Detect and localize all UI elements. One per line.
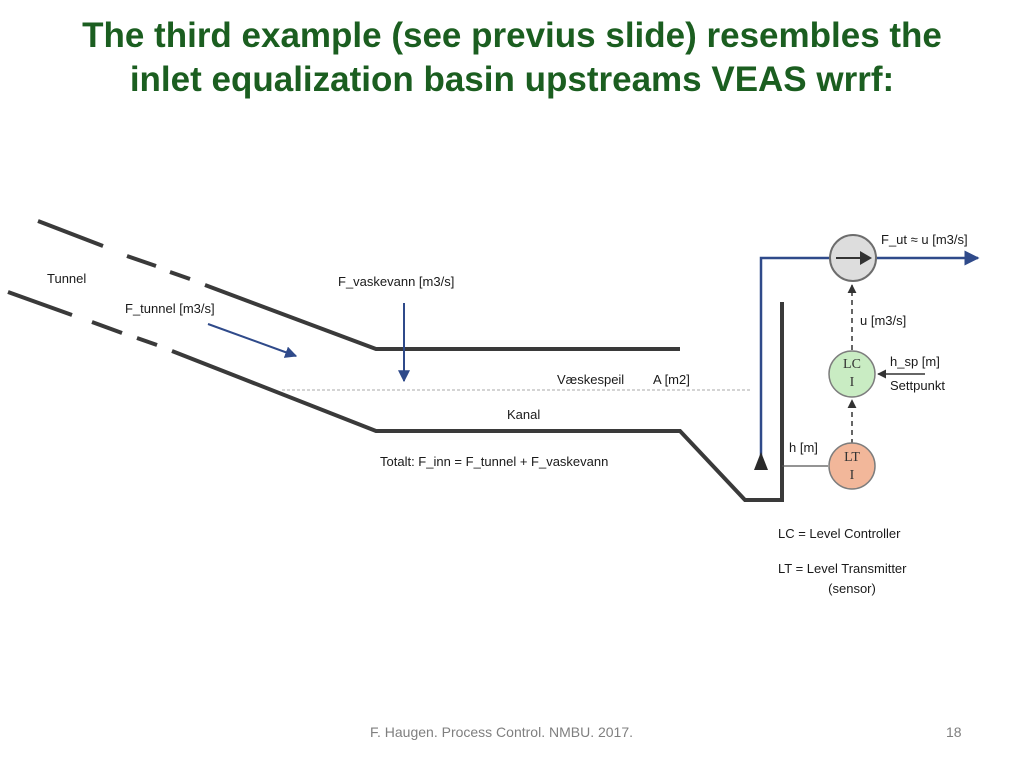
outlet-intake-triangle	[754, 452, 768, 470]
vaeskespeil-label: Væskespeil	[557, 372, 624, 387]
level-controller: LC I	[828, 350, 876, 398]
tunnel-upper-wall	[37, 219, 680, 351]
f-vaskevann-label: F_vaskevann [m3/s]	[338, 274, 454, 289]
settpunkt-label: Settpunkt	[890, 378, 945, 393]
pump-icon	[829, 234, 877, 282]
tunnel-flow-arrow	[207, 323, 298, 358]
title-line-2: inlet equalization basin upstreams VEAS …	[129, 60, 895, 99]
u-label: u [m3/s]	[860, 313, 906, 328]
tunnel-lower-wall	[7, 290, 784, 502]
slide-title: The third example (see previus slide) re…	[0, 14, 1024, 102]
lc-label: LC	[843, 357, 861, 372]
legend-lc: LC = Level Controller	[778, 526, 901, 541]
level-transmitter: LT I	[828, 442, 876, 490]
level-h-label: h [m]	[789, 440, 818, 455]
kanal-label: Kanal	[507, 407, 540, 422]
area-label: A [m2]	[653, 372, 690, 387]
lt-label: LT	[844, 450, 860, 465]
title-line-1: The third example (see previus slide) re…	[82, 16, 942, 55]
tunnel-label: Tunnel	[47, 271, 86, 286]
page-number: 18	[946, 724, 962, 740]
f-ut-label: F_ut ≈ u [m3/s]	[881, 232, 968, 247]
footer-credit: F. Haugen. Process Control. NMBU. 2017.	[370, 724, 634, 740]
lt-sub-label: I	[850, 468, 855, 483]
legend-lt: LT = Level Transmitter	[778, 561, 907, 576]
legend-lt-sensor: (sensor)	[828, 581, 876, 596]
h-sp-label: h_sp [m]	[890, 354, 940, 369]
f-tunnel-label: F_tunnel [m3/s]	[125, 301, 215, 316]
lc-sub-label: I	[850, 375, 855, 390]
outlet-pipe	[759, 256, 830, 470]
total-flow-label: Totalt: F_inn = F_tunnel + F_vaskevann	[380, 454, 608, 469]
